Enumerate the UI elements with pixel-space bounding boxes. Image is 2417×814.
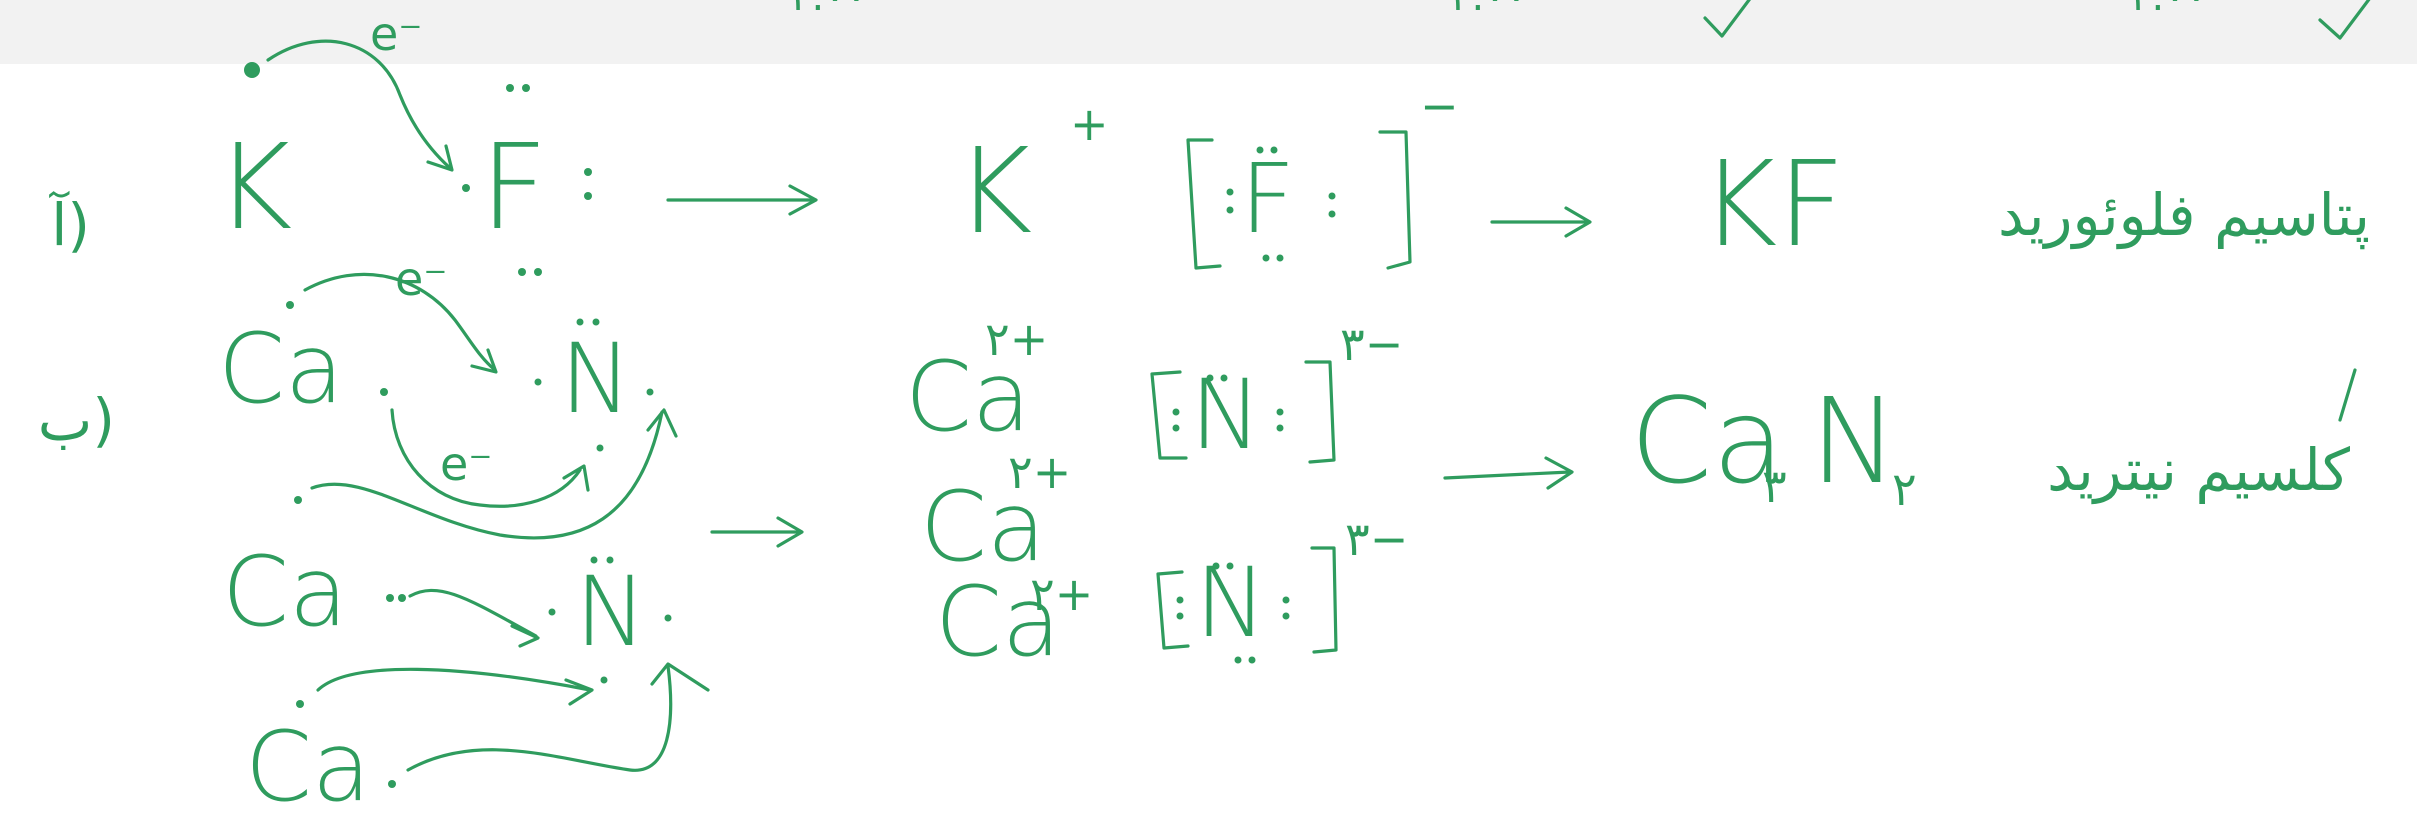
reactant-k: K <box>215 118 292 256</box>
formula-arrow-b <box>1443 470 1572 480</box>
ca-charge-3: ۲+ <box>1030 567 1093 621</box>
row-a-label: آ) <box>48 190 90 259</box>
compound-name-b: کلسیم نیترید <box>2047 436 2350 505</box>
reactant-ca-1: Ca <box>218 313 344 425</box>
electron-arrow-b2 <box>390 408 582 508</box>
reactant-ca-2: Ca <box>222 536 348 648</box>
electron-arrow-b3 <box>310 410 664 540</box>
product-ca-1: Ca <box>905 341 1031 453</box>
electron-transfer-arrow-a <box>266 39 452 170</box>
bracket-right-b2 <box>1310 546 1338 654</box>
bracket-right-b1 <box>1304 360 1336 464</box>
product-ca-3: Ca <box>935 566 1061 678</box>
electron-arrow-b4 <box>408 588 538 638</box>
formula-n-subscript: ۲ <box>1892 462 1917 516</box>
n-ion-charge-1: ۳− <box>1340 317 1403 371</box>
product-f-ion: F <box>1240 143 1295 255</box>
bracket-right-a <box>1378 130 1412 270</box>
electron-arrow-b6 <box>406 664 673 772</box>
header-fragment-2: ۳.۰۰ <box>1450 0 1527 20</box>
formula-kf: KF <box>1700 135 1845 273</box>
electron-arrow-b5 <box>316 667 592 692</box>
k-ion-charge: + <box>1070 97 1109 151</box>
electron-label-b1: e⁻ <box>395 252 448 306</box>
row-b-label: ب) <box>38 386 115 454</box>
formula-ca: Ca <box>1630 372 1785 510</box>
check-mark-1 <box>1703 0 1751 38</box>
header-fragment-3: ۴.۰۰ <box>2130 0 2207 20</box>
product-ca-2: Ca <box>920 471 1046 583</box>
n-ion-charge-2: ۳− <box>1345 512 1408 566</box>
k-valence-electron <box>244 62 260 78</box>
reactant-n-2: N <box>575 556 647 668</box>
formula-n: N <box>1810 372 1898 510</box>
header-fragment-1: ۲.۰۰ <box>790 0 867 20</box>
ca-charge-2: ۲+ <box>1008 445 1071 499</box>
electron-label-b2: e⁻ <box>440 437 493 491</box>
electron-transfer-arrowhead-a <box>426 144 454 172</box>
check-mark-2 <box>2318 0 2371 40</box>
f-ion-charge: − <box>1420 79 1459 133</box>
reactant-ca-3: Ca <box>245 711 371 814</box>
ca-charge-1: ۲+ <box>985 312 1048 366</box>
bracket-left-a <box>1186 138 1222 270</box>
reactant-f: F <box>480 118 548 256</box>
compound-name-a: پتاسیم فلوئورید <box>1998 181 2370 250</box>
bracket-left-b2 <box>1156 570 1190 650</box>
reactant-n-1: N <box>560 323 632 435</box>
electron-arrow-b1 <box>303 272 497 372</box>
formula-ca-subscript: ۳ <box>1762 459 1787 513</box>
bracket-left-b1 <box>1150 370 1188 460</box>
electron-label-a: e⁻ <box>370 7 423 61</box>
product-k-ion: K <box>955 122 1032 260</box>
header-band: ۲.۰۰ ۳.۰۰ ۴.۰۰ <box>0 0 2417 64</box>
